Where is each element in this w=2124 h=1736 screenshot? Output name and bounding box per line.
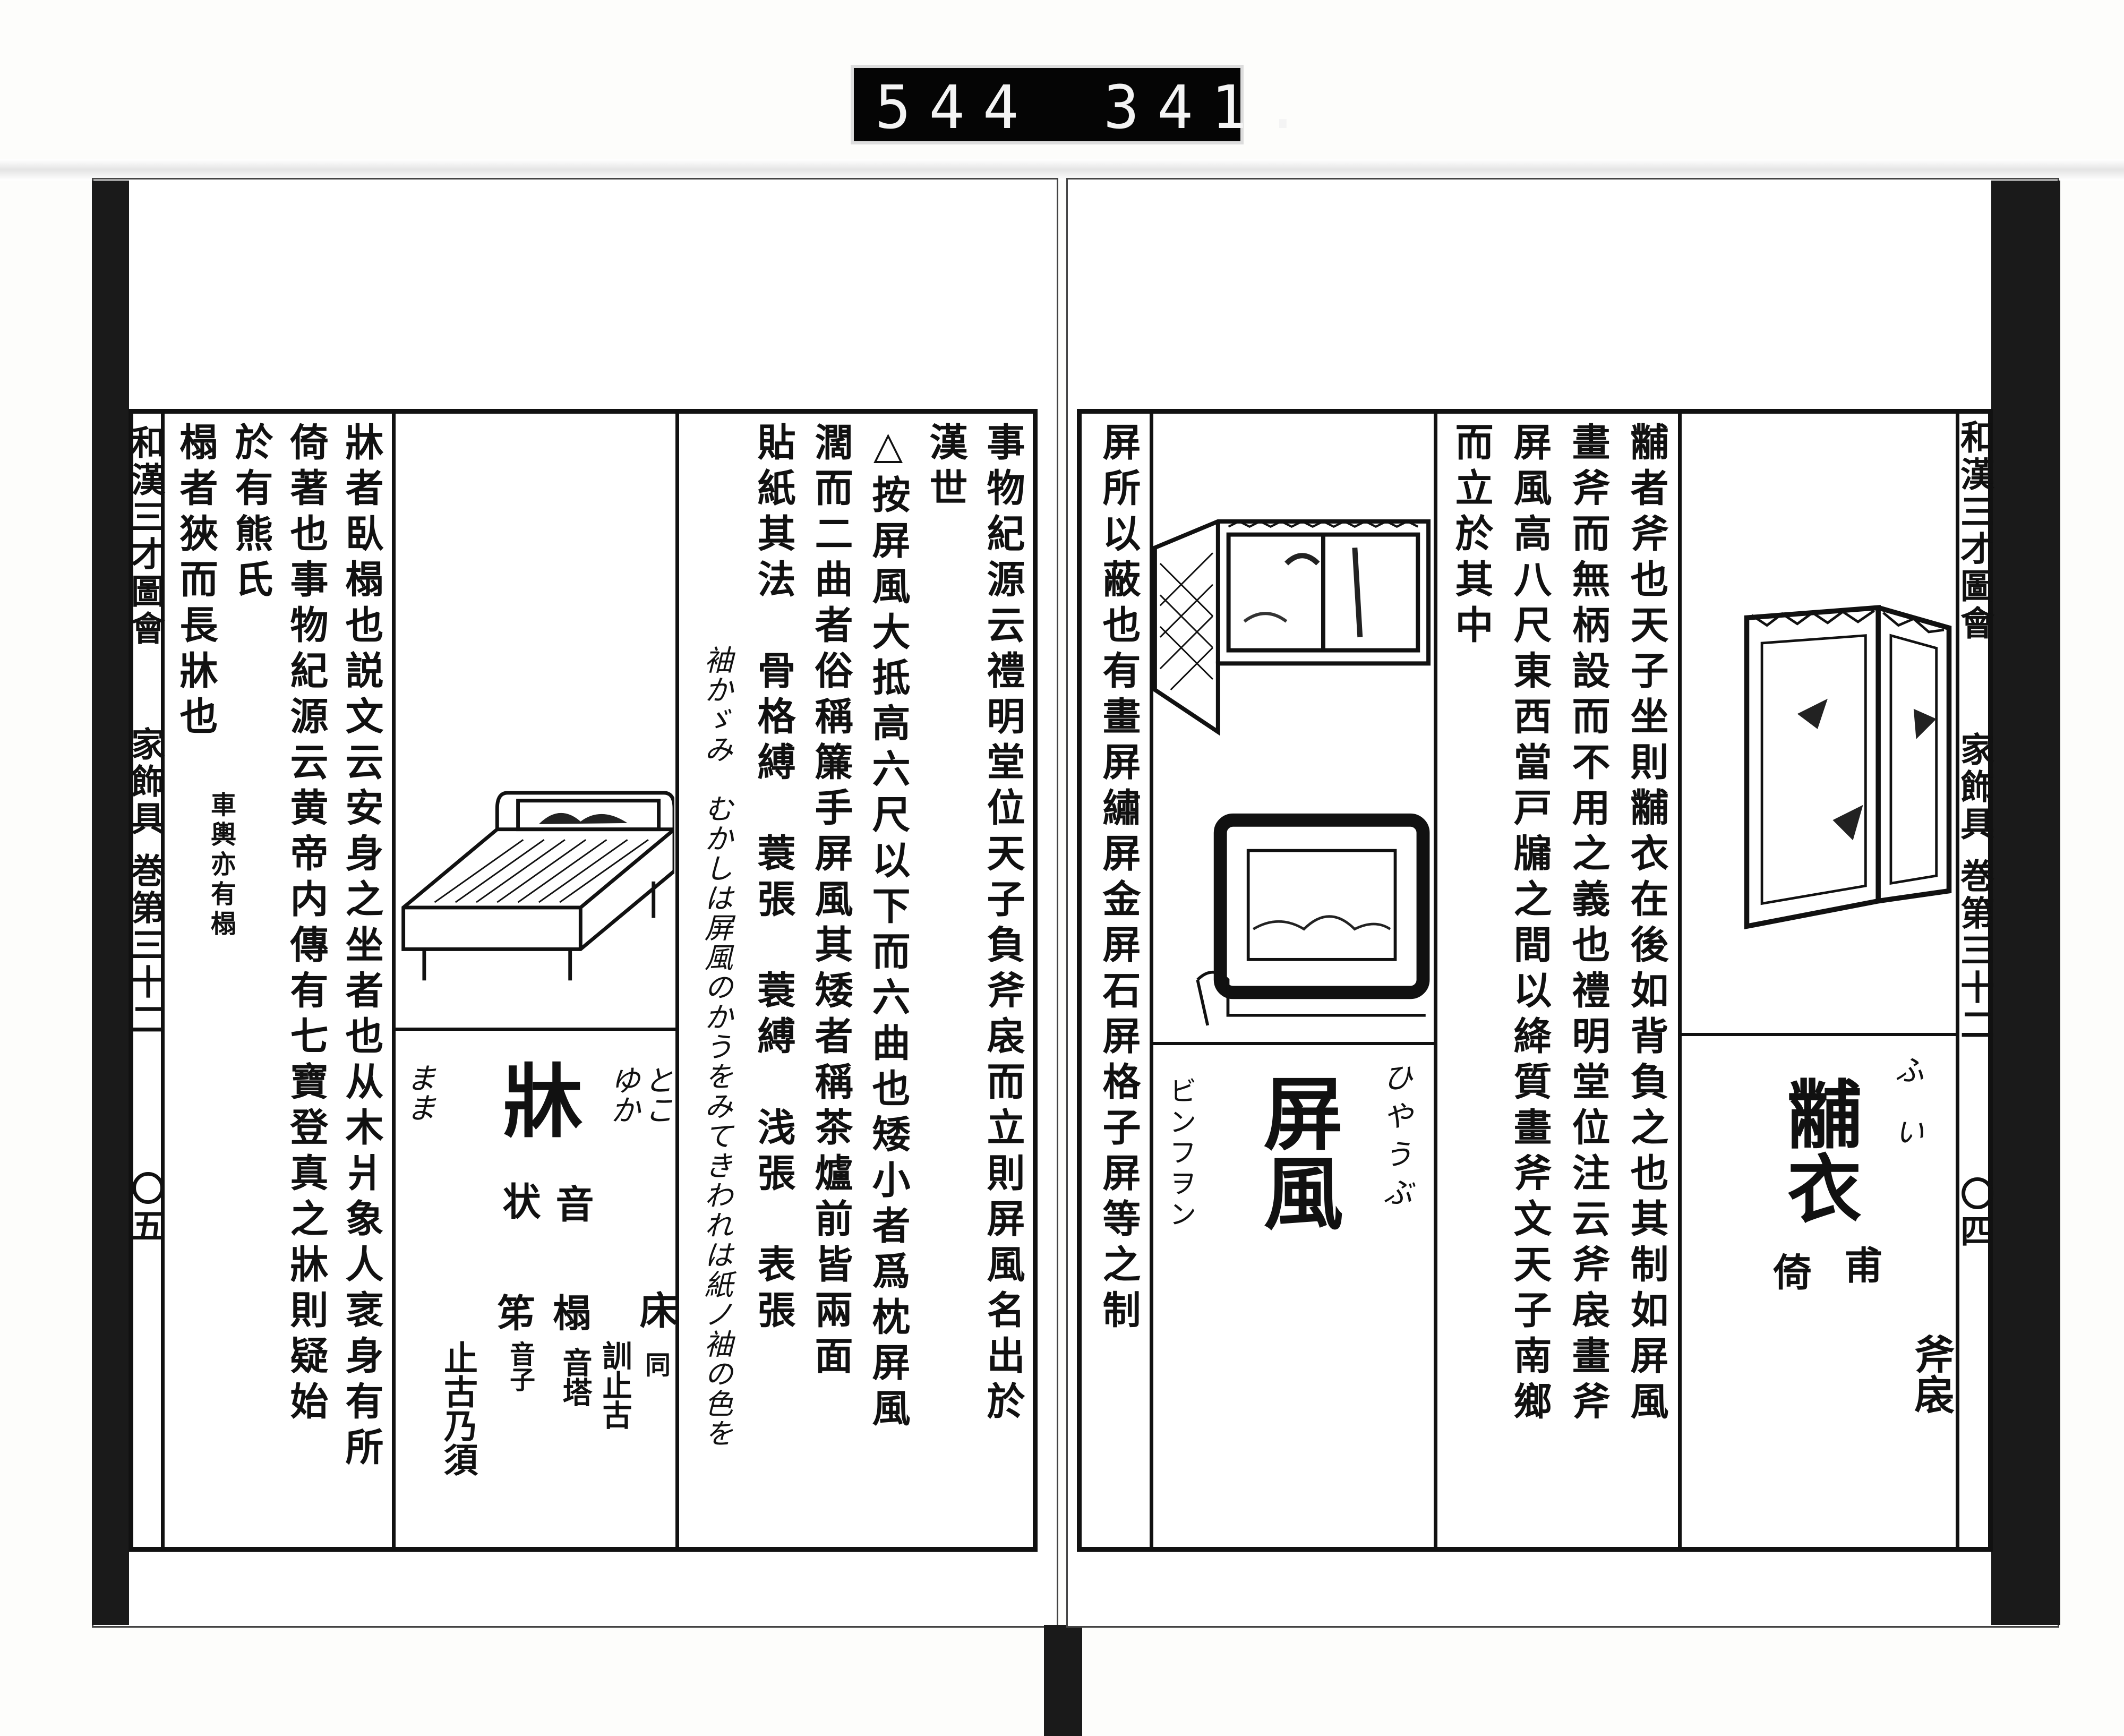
text-column: 屏風高八尺東西當戸牖之間以絳質畫斧文天子南鄉	[1507, 422, 1552, 1427]
left-page-frame	[129, 409, 1038, 1552]
scan-shadow	[0, 159, 2124, 181]
section-title: 家飾具 巻第三十二	[125, 726, 165, 1039]
scan-number-right: 341.	[1103, 73, 1319, 142]
fui-screen-illustration	[1744, 605, 1952, 930]
text-column: 榻者狹而長牀也	[173, 422, 218, 742]
text-column: 屏所以蔽也有畫屏繡屏金屏石屏格子屏等之制	[1096, 422, 1141, 1336]
text-column: 而立於其中	[1449, 422, 1494, 651]
text-column: 濶而二曲者俗稱簾手屏風其矮者稱茶爐前皆兩面	[808, 422, 853, 1381]
book-title: 和漢三才圖會	[1955, 420, 1994, 643]
text-column: 倚著也事物紀源云黄帝内傳有七寶登真之牀則疑始	[284, 422, 329, 1427]
screen-text-block: 事物紀源云禮明堂位天子負斧扆而立則屏風名出於 漢世 △按屏風大抵高六尺以下而六曲…	[681, 422, 1031, 1543]
related-char-ta: 榻	[546, 1293, 592, 1331]
sound-label: 音	[549, 1184, 594, 1222]
bed-text-block: 牀者臥榻也説文云安身之坐者也从木爿象人衺身有所 倚著也事物紀源云黄帝内傳有七寶登…	[166, 422, 389, 1543]
section-title: 家飾具 巻第三十二	[1955, 732, 1994, 1045]
divider	[392, 409, 396, 1551]
book-title: 和漢三才圖會	[125, 425, 165, 648]
screen-note-column: 屏所以蔽也有畫屏繡屏金屏石屏格子屏等之制	[1086, 422, 1147, 1543]
heading-reading-katakana: ビンフヲン	[1164, 1076, 1196, 1230]
right-margin-title: 和漢三才圖會 家飾具 巻第三十二 〇四	[1955, 420, 1994, 1535]
divider	[393, 1028, 677, 1031]
text-column: △按屏風大抵高六尺以下而六曲也矮小者爲枕屏風	[866, 422, 911, 1434]
entry-heading-bed: 牀	[490, 1059, 583, 1139]
sound-char-1: 甫	[1838, 1245, 1883, 1284]
left-page	[92, 178, 1058, 1628]
left-margin-divider	[161, 409, 165, 1551]
right-page	[1066, 178, 2059, 1628]
left-margin-title: 和漢三才圖會 家飾具 巻第三十二 〇五	[125, 425, 165, 1540]
scan-number-label: 544 341.	[851, 65, 1301, 144]
heading-reading: とこ ゆか	[605, 1065, 674, 1124]
entry-heading-screen: 屏風	[1250, 1072, 1343, 1232]
entry-heading-fui: 黼衣	[1775, 1076, 1862, 1225]
text-column: 於有熊氏	[228, 422, 273, 605]
variant-char: 床	[633, 1290, 678, 1329]
divider	[1150, 409, 1153, 1551]
bed-illustration	[401, 791, 674, 981]
divider	[1434, 409, 1437, 1551]
heading-reading-hiragana: ひやうぶ	[1378, 1062, 1412, 1215]
related-sound-ta: 音塔	[558, 1347, 593, 1407]
text-column: 漢世	[923, 422, 968, 514]
side-kana: まま	[401, 1063, 436, 1122]
related-char-shi: 笫	[491, 1293, 536, 1331]
right-margin-divider	[1956, 409, 1959, 1551]
right-page-frame	[1077, 409, 1993, 1552]
cursive-note: 袖かゞみ むかしは屏風のかうをみてきわれは紙ノ袖の色を	[699, 645, 733, 1448]
divider	[1679, 1033, 1957, 1036]
framed-screen-illustration	[1196, 813, 1430, 1026]
related-sound-shi: 音子	[505, 1341, 535, 1392]
alias-name: 斧扆	[1907, 1333, 1955, 1414]
right-page-edge	[1991, 181, 2060, 1625]
divider	[1678, 409, 1682, 1551]
related-gloss-shi: 止古乃須	[438, 1340, 478, 1476]
text-column: 事物紀源云禮明堂位天子負斧扆而立則屏風名出於	[980, 422, 1025, 1427]
related-gloss-ta: 訓止古	[597, 1340, 632, 1430]
text-column: 貼紙其法 骨格縛 蓑張 蓑縛 浅張 表張	[751, 422, 796, 1336]
fui-text-block: 黼者斧也天子坐則黼衣在後如背負之也其制如屏風 畫斧而無柄設而不用之義也禮明堂位注…	[1439, 422, 1675, 1543]
text-column: 畫斧而無柄設而不用之義也禮明堂位注云斧扆畫斧	[1565, 422, 1611, 1427]
folio-number: 〇五	[125, 1170, 165, 1245]
divider	[1151, 1042, 1435, 1045]
folio-number: 〇四	[1955, 1176, 1994, 1251]
left-page-edge	[92, 181, 129, 1625]
binding-spine	[1044, 1625, 1082, 1736]
text-column: 黼者斧也天子坐則黼衣在後如背負之也其制如屏風	[1624, 422, 1669, 1427]
heading-reading: ふい	[1889, 1055, 1924, 1178]
divider	[675, 409, 679, 1551]
sound-value: 状	[496, 1182, 541, 1220]
sound-char-2: 倚	[1767, 1252, 1812, 1290]
folding-screen-illustration	[1152, 519, 1431, 736]
bed-note: 車輿亦有榻	[206, 791, 236, 940]
text-column: 牀者臥榻也説文云安身之坐者也从木爿象人衺身有所	[339, 422, 384, 1473]
scan-number-left: 544	[875, 73, 1037, 142]
variant-note: 同	[640, 1352, 670, 1377]
